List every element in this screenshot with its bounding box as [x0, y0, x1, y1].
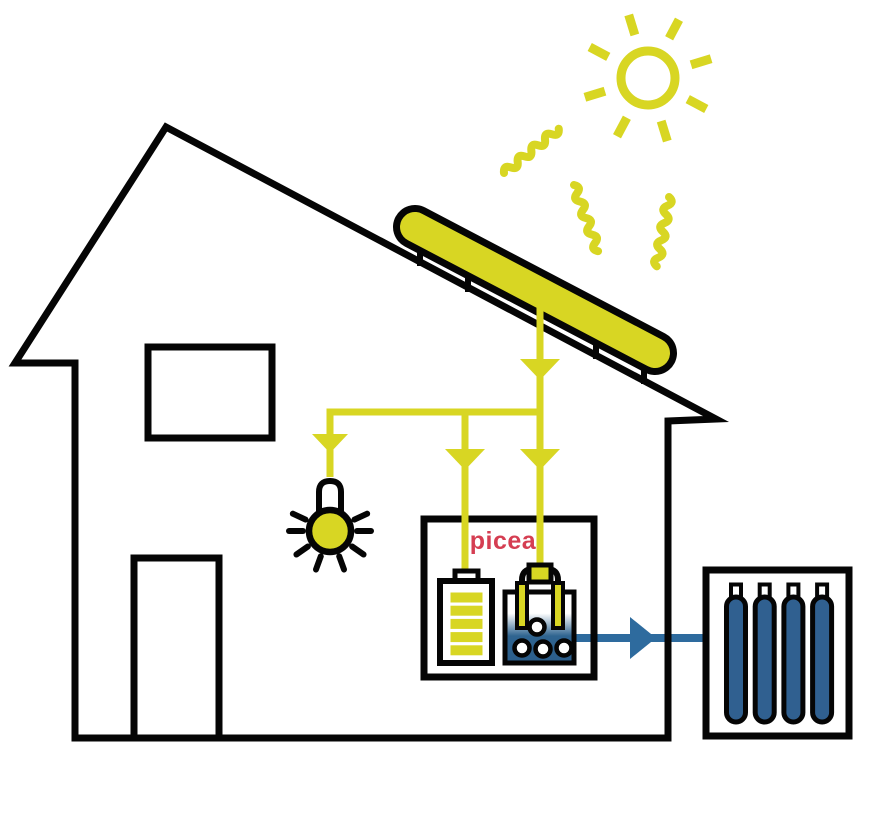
sunbeam-waves: [499, 124, 676, 271]
sun-ray-icon: [689, 54, 713, 70]
electrolyzer-icon: [502, 562, 577, 666]
power-arrow-down-icon: [520, 449, 560, 470]
battery-bar: [450, 605, 483, 616]
battery-bar: [450, 645, 483, 656]
bulb-ray-icon: [336, 553, 348, 573]
heat-wave-icon: [570, 181, 603, 256]
bubble-icon: [533, 639, 553, 659]
bulb-globe: [305, 506, 355, 556]
power-arrow-down-icon: [312, 434, 348, 453]
bubble-icon: [512, 638, 532, 658]
hydrogen-line: [575, 617, 704, 659]
heat-wave-icon: [499, 124, 563, 177]
battery-icon: [437, 568, 495, 666]
gas-cylinder: [752, 594, 777, 725]
battery-bar: [450, 618, 483, 629]
sun-ray-icon: [583, 86, 607, 102]
sun-ray-icon: [624, 13, 640, 37]
heat-wave-icon: [650, 193, 676, 271]
bulb-ray-icon: [293, 543, 311, 558]
gas-bubbles: [512, 617, 574, 659]
house: [8, 122, 730, 742]
battery-bar: [450, 592, 483, 603]
electrode: [515, 581, 529, 630]
electrode: [551, 581, 565, 630]
door: [130, 554, 223, 742]
power-lines: [312, 302, 560, 571]
bulb-rays: [286, 510, 374, 573]
window: [144, 343, 276, 442]
sun-ray-icon: [613, 115, 631, 139]
bulb-ray-icon: [351, 510, 371, 523]
lightbulb-icon: [286, 477, 374, 573]
panel-face: [400, 212, 670, 368]
sun-ray-icon: [665, 17, 683, 41]
bubble-icon: [527, 617, 547, 637]
electrode-connector: [526, 562, 554, 585]
bulb-ray-icon: [289, 510, 309, 523]
picea-logo: picea: [470, 527, 537, 555]
bulb-ray-icon: [349, 543, 367, 558]
house-outline: [8, 122, 730, 742]
hydrogen-arrow-right-icon: [630, 617, 656, 659]
sun-ray-icon: [685, 95, 709, 113]
hydrogen-storage-cabinet: [702, 566, 853, 740]
gas-cylinder: [724, 594, 748, 725]
battery-charge-bars: [450, 592, 483, 656]
bubble-icon: [554, 638, 574, 658]
power-arrow-down-icon: [445, 449, 485, 470]
sun-rays: [583, 13, 713, 143]
gas-cylinder: [781, 594, 806, 725]
power-arrow-down-icon: [520, 359, 560, 380]
sun-ray-icon: [656, 119, 672, 143]
sun-ray-icon: [587, 43, 611, 61]
gas-cylinders: [724, 582, 835, 725]
battery-bar: [450, 632, 483, 643]
bulb-socket: [316, 477, 344, 512]
solar-panel-icon: [393, 205, 677, 384]
sun-icon: [583, 13, 713, 143]
gas-cylinder: [810, 594, 835, 725]
bulb-ray-icon: [312, 553, 324, 573]
sun-disc: [616, 46, 680, 110]
